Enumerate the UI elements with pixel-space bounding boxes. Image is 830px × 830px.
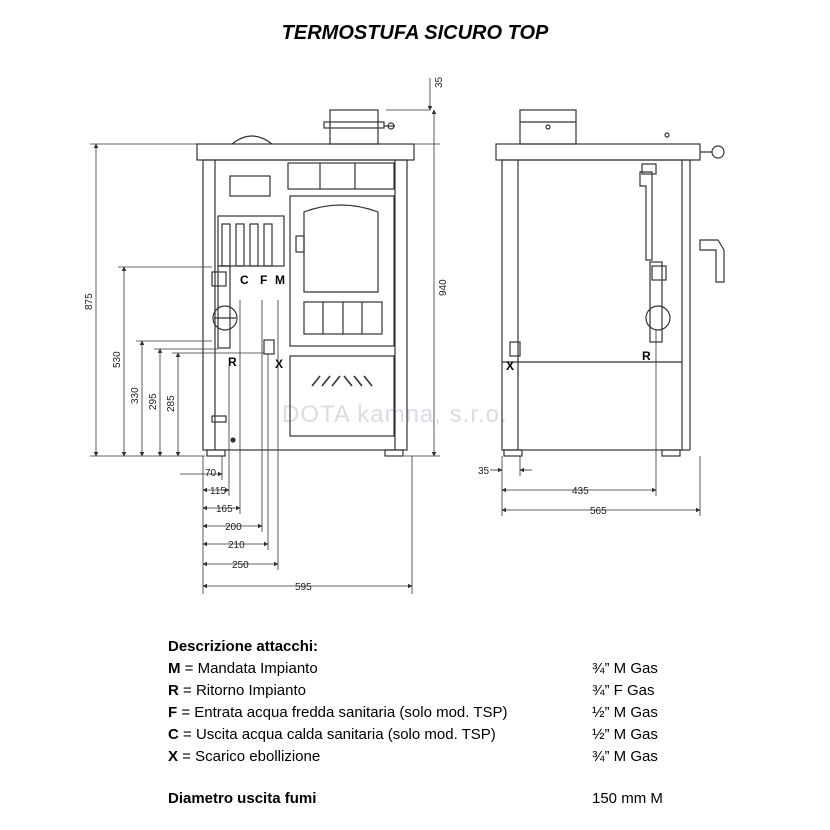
flue-collar: [323, 121, 385, 129]
dim-width-115: 115: [210, 486, 226, 497]
door-glass: [303, 204, 379, 293]
side-dim-565: 565: [590, 506, 607, 517]
side-view: [495, 109, 725, 457]
front-label-x: X: [275, 357, 283, 371]
flue-pipe: [329, 109, 379, 145]
legend-desc: = Scarico ebollizione: [178, 748, 321, 765]
legend-code: M: [168, 660, 181, 677]
connections-legend: Descrizione attacchi: M = Mandata Impian…: [168, 636, 728, 810]
legend-heading: Descrizione attacchi:: [168, 638, 319, 655]
legend-desc: = Uscita acqua calda sanitaria (solo mod…: [178, 726, 496, 743]
legend-desc: = Ritorno Impianto: [178, 682, 306, 699]
legend-code: F: [168, 704, 178, 721]
stove-body: [202, 159, 408, 451]
dim-height-875: 875: [84, 293, 95, 310]
legend-code: X: [168, 748, 179, 765]
dim-width-595: 595: [295, 582, 312, 593]
side-label-r: R: [642, 349, 651, 363]
side-label-x: X: [506, 359, 514, 373]
fire-door: [289, 195, 395, 347]
front-label-f: F: [260, 273, 267, 287]
side-handle: [699, 239, 725, 283]
front-label-c: C: [240, 273, 249, 287]
legend-code: R: [168, 682, 179, 699]
page-title: TERMOSTUFA SICURO TOP: [281, 22, 549, 44]
legend-row-f: F = Entrata acqua fredda sanitaria (solo…: [168, 702, 728, 724]
dim-height-295: 295: [148, 393, 159, 410]
smoke-outlet-label: Diametro uscita fumi: [168, 790, 317, 807]
legend-spec: ¾” M Gas: [592, 748, 658, 765]
dim-height-530: 530: [112, 351, 123, 368]
legend-row-x: X = Scarico ebollizione ¾” M Gas: [168, 746, 728, 768]
side-dim-435: 435: [572, 486, 589, 497]
circulation-pump: [212, 305, 238, 331]
front-label-m: M: [275, 273, 285, 287]
legend-code: C: [168, 726, 179, 743]
dim-width-250: 250: [232, 560, 249, 571]
side-dim-35: 35: [478, 466, 490, 477]
dim-width-200: 200: [225, 522, 242, 533]
control-panel: [229, 175, 271, 197]
dim-width-210: 210: [228, 540, 245, 551]
technical-drawing: DOTA kamna, s.r.o.: [84, 76, 725, 594]
dim-height-285: 285: [166, 395, 177, 412]
legend-spec: ¾” F Gas: [592, 682, 655, 699]
ash-drawer: [289, 355, 395, 437]
legend-row-c: C = Uscita acqua calda sanitaria (solo m…: [168, 724, 728, 746]
front-view: [196, 109, 415, 457]
legend-desc: = Entrata acqua fredda sanitaria (solo m…: [177, 704, 508, 721]
legend-desc: = Mandata Impianto: [180, 660, 318, 677]
dim-width-70: 70: [205, 468, 217, 479]
dim-top-35: 35: [434, 76, 445, 88]
side-knob: [711, 145, 725, 159]
side-pump: [645, 305, 671, 331]
door-handle: [295, 235, 305, 253]
smoke-outlet-value: 150 mm M: [592, 790, 663, 807]
legend-spec: ½” M Gas: [592, 704, 658, 721]
legend-spec: ¾” M Gas: [592, 660, 658, 677]
side-flue-pipe: [519, 109, 577, 145]
top-plate: [196, 143, 415, 161]
legend-spec: ½” M Gas: [592, 726, 658, 743]
dim-height-330: 330: [130, 387, 141, 404]
side-dimensions: [490, 330, 701, 516]
legend-row-r: R = Ritorno Impianto ¾” F Gas: [168, 680, 728, 702]
side-top-plate: [495, 143, 701, 161]
upper-tray: [287, 162, 395, 190]
dim-width-165: 165: [216, 504, 233, 515]
smoke-outlet-row: Diametro uscita fumi 150 mm M: [168, 788, 728, 810]
front-dimensions: [90, 78, 440, 594]
legend-row-m: M = Mandata Impianto ¾” M Gas: [168, 658, 728, 680]
side-body: [501, 159, 683, 451]
dim-height-940: 940: [438, 279, 449, 296]
hotplate: [231, 135, 273, 145]
front-label-r: R: [228, 355, 237, 369]
